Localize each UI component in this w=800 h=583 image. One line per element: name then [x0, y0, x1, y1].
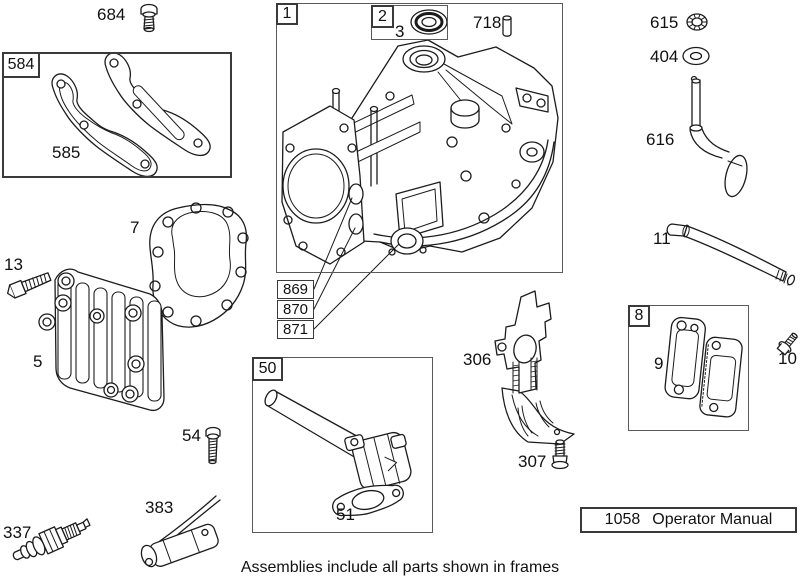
part-label-306: 306: [463, 350, 492, 369]
oil-fill-tube-616-icon: [689, 75, 748, 198]
callout-870: 870: [277, 300, 314, 319]
screw-54-icon: [205, 426, 221, 465]
tool-383-icon: [140, 495, 221, 568]
nut-615-icon: [686, 13, 708, 31]
muffler-tube-50-icon: [264, 389, 412, 491]
gaskets-585-icon: [51, 52, 211, 178]
part-label-718: 718: [473, 13, 502, 32]
assembly-frame-1: [276, 3, 563, 273]
frame-tag-8: 8: [628, 305, 650, 327]
part-label-616: 616: [646, 130, 675, 149]
footer-note: Assemblies include all parts shown in fr…: [240, 559, 560, 576]
part-label-404: 404: [650, 47, 679, 66]
assembly-frame-584: [2, 52, 232, 178]
part-label-585: 585: [52, 143, 81, 162]
bolt-13-icon: [7, 272, 52, 299]
part-label-13: 13: [4, 255, 23, 274]
frame-tag-2: 2: [371, 5, 394, 28]
operator-manual-title: Operator Manual: [652, 511, 773, 528]
frame-tag-50: 50: [252, 357, 283, 381]
cylinder-crankcase-icon: [281, 39, 559, 265]
screw-307-icon: [551, 439, 569, 470]
part-label-383: 383: [145, 498, 174, 517]
part-label-54: 54: [182, 426, 201, 445]
operator-manual-number: 1058: [604, 511, 641, 528]
part-label-51: 51: [336, 505, 355, 524]
callout-869: 869: [277, 280, 314, 299]
part-label-615: 615: [650, 13, 679, 32]
muffler-gasket-9-icon: [664, 316, 706, 400]
screw-684-icon: [140, 3, 158, 33]
cylinder-head-5-icon: [38, 268, 165, 412]
assembly-frame-8: [628, 305, 749, 431]
washer-404-icon: [682, 46, 710, 66]
part-label-337: 337: [3, 523, 32, 542]
callout-871: 871: [277, 320, 314, 339]
dipstick-11-icon: [666, 223, 796, 286]
part-label-10: 10: [778, 349, 797, 368]
callout-leader-lines: [313, 197, 400, 330]
heat-shield-306-icon: [494, 290, 575, 445]
part-label-5: 5: [33, 352, 43, 371]
part-label-11: 11: [653, 229, 671, 248]
exhaust-gasket-51-icon: [332, 484, 404, 517]
part-label-7: 7: [130, 218, 140, 237]
muffler-plate-icon: [699, 336, 743, 418]
part-label-307: 307: [518, 452, 547, 471]
part-label-684: 684: [97, 5, 126, 24]
frame-tag-1: 1: [276, 3, 298, 25]
part-label-3: 3: [395, 22, 405, 41]
operator-manual-box: 1058 Operator Manual: [580, 507, 797, 533]
assembly-frame-50: [252, 357, 433, 533]
frame-tag-584: 584: [2, 52, 40, 78]
pin-718-icon: [502, 15, 512, 37]
head-gasket-7-icon: [149, 202, 249, 328]
screw-10-icon: [776, 332, 798, 356]
part-label-9: 9: [654, 354, 664, 373]
spark-plug-337-icon: [12, 518, 91, 561]
